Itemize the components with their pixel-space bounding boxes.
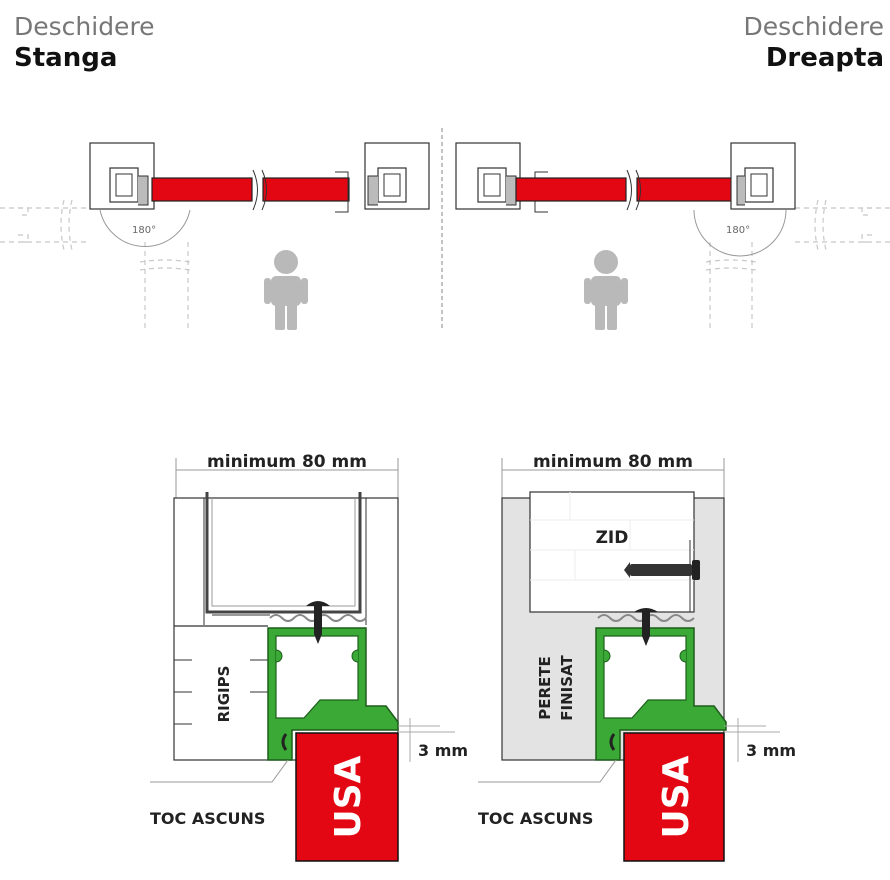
header-right: Deschidere Dreapta [743, 14, 884, 71]
section-right-screw-icon [634, 608, 658, 646]
plan-left-person-icon [264, 250, 308, 330]
section-left-screw-icon [306, 601, 330, 644]
plan-right-swing-arc [693, 209, 787, 257]
header-right-line1: Deschidere [743, 12, 884, 41]
section-right-finish-line2: FINISAT [558, 655, 576, 721]
section-left-wall-label: RIGIPS [215, 666, 233, 723]
section-right-door-label: USA [656, 755, 697, 838]
plan-left-swing-arc [99, 209, 191, 247]
section-left-door [295, 732, 399, 862]
section-left-door-label: USA [328, 755, 369, 838]
header-left-line1: Deschidere [14, 12, 155, 41]
section-right-brick-texture [530, 492, 694, 581]
plan-right-angle: 180° [726, 225, 750, 236]
section-left-board-lines [174, 659, 268, 725]
plan-left: 180° [0, 128, 443, 330]
section-right-gap-label: 3 mm [746, 741, 796, 760]
plan-left-door [151, 177, 253, 202]
section-right: minimum 80 mm ZID PERETE FINISAT [478, 452, 796, 862]
header-left-line2: Stanga [14, 43, 118, 73]
section-right-wall-label: ZID [596, 528, 629, 548]
section-right-brick-wall [529, 491, 695, 613]
section-right-width-label: minimum 80 mm [533, 452, 693, 472]
plan-right-door [515, 177, 627, 202]
section-right-anchor-icon [624, 540, 700, 612]
section-right-door [623, 732, 725, 862]
section-left: minimum 80 mm RIGIPS [150, 452, 468, 862]
section-left-gap-label: 3 mm [418, 741, 468, 760]
plan-left-angle: 180° [132, 225, 156, 236]
plan-left-dashed-walls [0, 199, 191, 330]
header-right-line2: Dreapta [765, 43, 884, 73]
section-right-frame-label: TOC ASCUNS [478, 809, 593, 828]
plan-right: 180° [455, 142, 890, 330]
section-left-width-label: minimum 80 mm [207, 452, 367, 472]
plan-right-dashed-walls [705, 199, 890, 330]
plan-right-person-icon [584, 250, 628, 330]
section-left-frame-label: TOC ASCUNS [150, 809, 265, 828]
section-right-finish-line1: PERETE [536, 656, 554, 720]
header-left: Deschidere Stanga [14, 14, 155, 71]
